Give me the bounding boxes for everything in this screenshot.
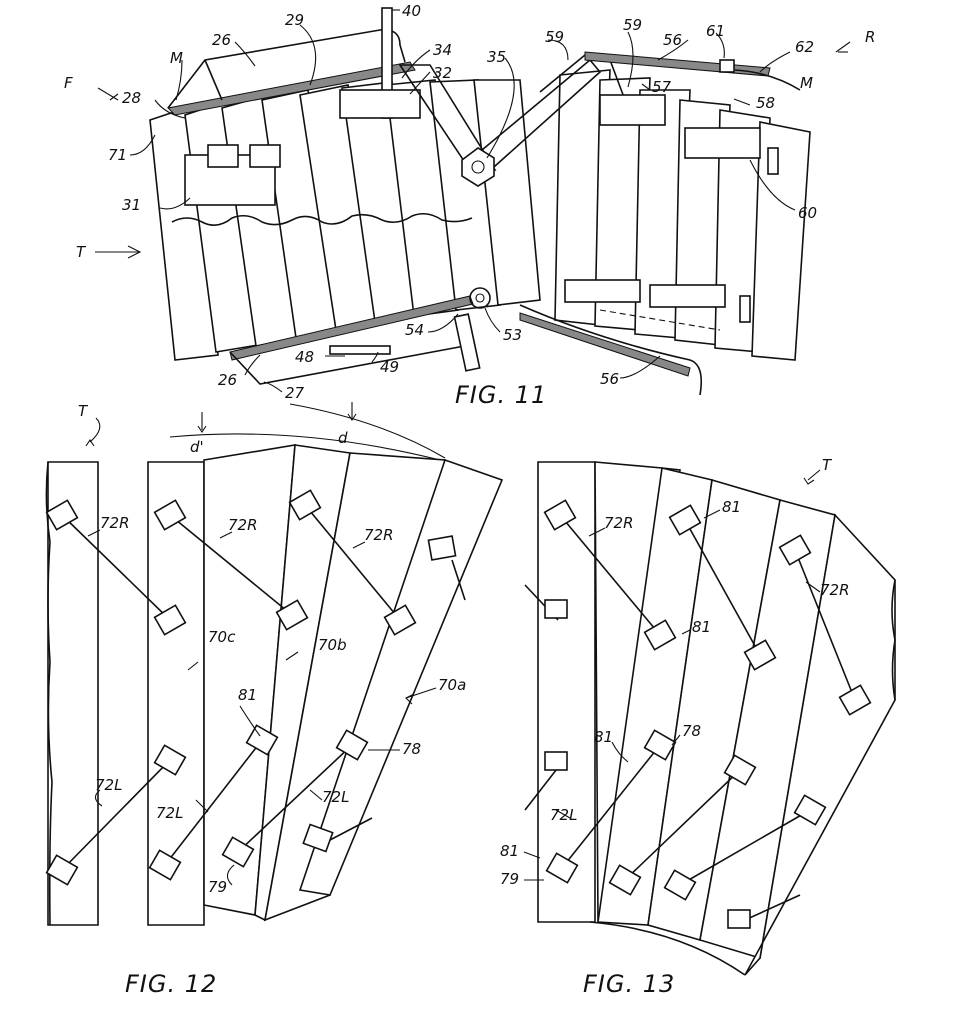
fig13-label-79: 79 bbox=[500, 870, 519, 888]
fig11-leaders bbox=[95, 9, 851, 393]
fig11-label-57: 57 bbox=[652, 78, 672, 96]
fig11-label-F: F bbox=[64, 74, 73, 92]
fig12-label-d-prime: d' bbox=[190, 438, 204, 456]
fig12-label-78: 78 bbox=[402, 740, 421, 758]
fig12-label-81: 81 bbox=[238, 686, 257, 704]
fig12-label-70b: 70b bbox=[318, 636, 347, 654]
fig12-labels: T d' d 72R 72R 72R 70c 70b 70a 81 78 72L… bbox=[78, 402, 466, 896]
fig11-label-54: 54 bbox=[405, 321, 424, 339]
fig12-caption: FIG. 12 bbox=[125, 970, 217, 998]
fig13-label-72L: 72L bbox=[550, 806, 577, 824]
fig11-label-59-b: 59 bbox=[623, 16, 642, 34]
fig11-label-35: 35 bbox=[487, 48, 506, 66]
fig12-label-72L-2: 72L bbox=[156, 804, 183, 822]
fig11-label-27: 27 bbox=[285, 384, 305, 402]
fig11-label-32: 32 bbox=[433, 64, 452, 82]
fig13-label-72R-1: 72R bbox=[604, 514, 634, 532]
fig13-labels: T 72R 81 72R 81 81 78 72L 81 79 bbox=[500, 456, 850, 888]
fig11-label-29: 29 bbox=[285, 11, 304, 29]
fig11-label-61: 61 bbox=[706, 22, 725, 40]
fig11-label-40: 40 bbox=[402, 2, 421, 20]
fig13-caption: FIG. 13 bbox=[583, 970, 675, 998]
fig11-label-62: 62 bbox=[795, 38, 814, 56]
fig11-label-48: 48 bbox=[295, 348, 314, 366]
fig13-label-81-left: 81 bbox=[594, 728, 613, 746]
fig12-drawing bbox=[45, 402, 504, 926]
fig12-leaders bbox=[85, 417, 437, 886]
fig13-leaders bbox=[523, 469, 821, 881]
fig11-label-31: 31 bbox=[122, 196, 141, 214]
fig12-label-d: d bbox=[338, 429, 348, 447]
fig13-label-72R-2: 72R bbox=[820, 581, 850, 599]
fig12-label-72R-2: 72R bbox=[228, 516, 258, 534]
fig11-label-34: 34 bbox=[433, 41, 452, 59]
fig11-label-49: 49 bbox=[380, 358, 399, 376]
fig12-label-72R-3: 72R bbox=[364, 526, 394, 544]
fig13-label-78: 78 bbox=[682, 722, 701, 740]
fig11-label-56-bottom: 56 bbox=[600, 370, 619, 388]
fig11-label-R: R bbox=[865, 28, 875, 46]
fig12-label-79: 79 bbox=[208, 878, 227, 896]
fig12-label-72L-1: 72L bbox=[95, 776, 122, 794]
fig11-label-M: M bbox=[170, 49, 183, 67]
fig12-label-72R-1: 72R bbox=[100, 514, 130, 532]
fig13-label-81-top: 81 bbox=[722, 498, 741, 516]
fig11-label-71: 71 bbox=[108, 146, 127, 164]
fig11-label-56-top: 56 bbox=[663, 31, 682, 49]
fig11-label-26-top: 26 bbox=[212, 31, 231, 49]
fig11-label-26-bottom: 26 bbox=[218, 371, 237, 389]
fig12-label-72L-3: 72L bbox=[322, 788, 349, 806]
fig11-label-28: 28 bbox=[122, 89, 141, 107]
fig11-label-M-right: M bbox=[800, 74, 813, 92]
fig11-label-60: 60 bbox=[798, 204, 817, 222]
fig11-label-58: 58 bbox=[756, 94, 775, 112]
fig13-label-T: T bbox=[822, 456, 833, 474]
fig11-drawing bbox=[149, 7, 811, 396]
fig13-drawing bbox=[524, 461, 896, 976]
fig12-label-70c: 70c bbox=[208, 628, 236, 646]
fig13-label-81-mid: 81 bbox=[692, 618, 711, 636]
fig11-label-59-a: 59 bbox=[545, 28, 564, 46]
fig11-label-53: 53 bbox=[503, 326, 522, 344]
fig13-label-81-bottom: 81 bbox=[500, 842, 519, 860]
fig11-label-T: T bbox=[76, 243, 87, 261]
fig12-label-T: T bbox=[78, 402, 89, 420]
fig11-caption: FIG. 11 bbox=[455, 381, 547, 409]
fig11-labels: F 28 M 26 29 40 34 32 35 59 59 56 61 62 … bbox=[64, 2, 875, 402]
fig12-label-70a: 70a bbox=[438, 676, 466, 694]
